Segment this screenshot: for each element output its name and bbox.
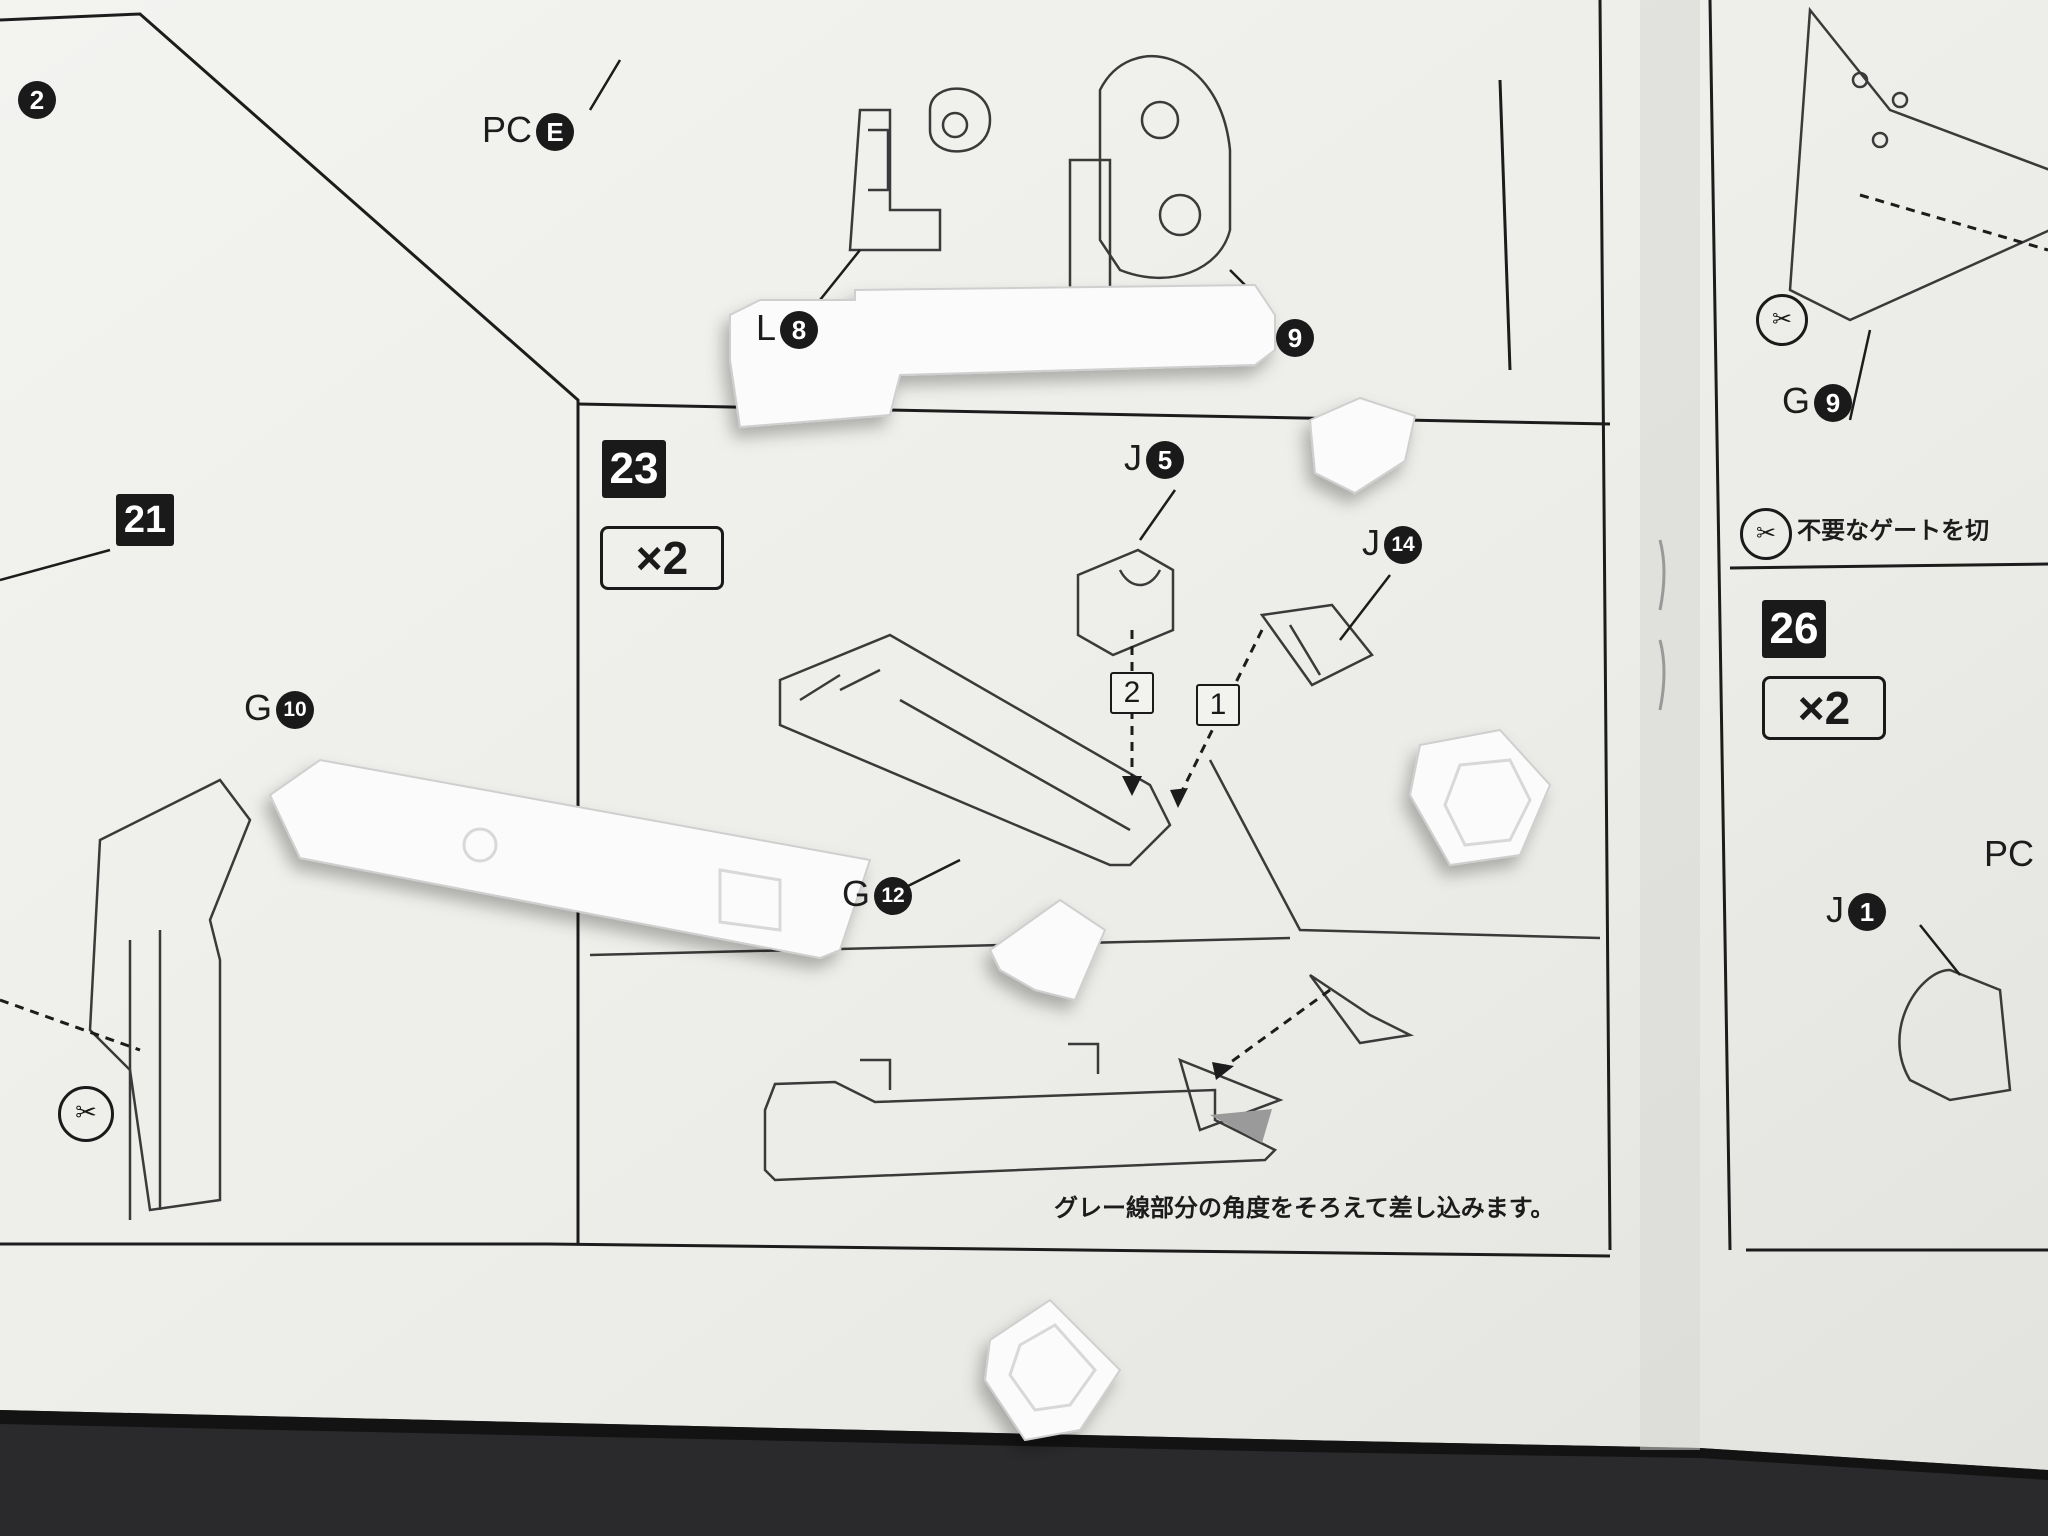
step-21-badge: 21 — [116, 494, 174, 546]
step-23-badge: 23 — [602, 440, 666, 498]
pc-right-label: PC — [1984, 833, 2035, 874]
manual-paper — [0, 0, 2048, 1470]
insert-angle-note: グレー線部分の角度をそろえて差し込みます。 — [1054, 1194, 1555, 1222]
manual-edge-strip — [0, 1410, 2048, 1480]
step-26-multiplier: ×2 — [1762, 676, 1886, 740]
sequence-marker-2: 2 — [1110, 672, 1154, 714]
small-clip-part-2 — [988, 898, 1107, 1002]
nippers-icon-right: ✂ — [1756, 294, 1808, 346]
square-frame-part-2 — [983, 1298, 1122, 1442]
arrow-heads — [1122, 776, 1234, 1080]
plastic-part-details — [462, 758, 1532, 1412]
step-23-multiplier: ×2 — [600, 526, 724, 590]
top-left-circled-number: 2 — [14, 80, 56, 120]
gate-note: ✂ 不要なゲートを切 — [1740, 508, 1989, 560]
small-clip-part-1 — [1308, 396, 1417, 495]
grey-angle-hatch — [1210, 1109, 1272, 1143]
line-art-drawings — [88, 6, 2048, 1220]
nippers-icon: ✂ — [1740, 508, 1792, 560]
assembly-arrows — [0, 193, 2048, 1072]
sequence-marker-1: 1 — [1196, 684, 1240, 726]
part-9-label: 9 — [1272, 318, 1314, 358]
large-l-part — [729, 283, 1276, 429]
step-26-badge: 26 — [1762, 600, 1826, 658]
nippers-icon-left: ✂ — [58, 1086, 114, 1142]
staple-marks — [1658, 539, 1666, 711]
page-fold-shade — [1640, 0, 1700, 1450]
